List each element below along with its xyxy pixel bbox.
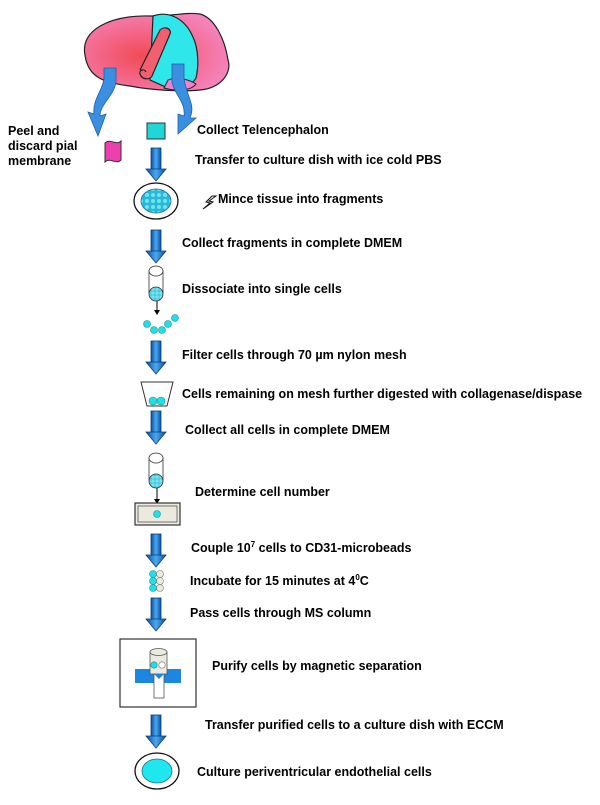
couple-text-post: cells to CD31-microbeads [255, 541, 412, 555]
culture-dish-icon [134, 752, 180, 790]
incubate-text-post: C [359, 574, 369, 588]
mesh-filter-icon [140, 381, 174, 407]
arrow-down-icon [145, 147, 167, 182]
hemocytometer-icon [134, 452, 181, 526]
step-label: Transfer to culture dish with ice cold P… [195, 153, 442, 167]
step-label: Dissociate into single cells [182, 282, 342, 296]
side-label-line1: Peel and [8, 124, 60, 138]
step-label: Transfer purified cells to a culture dis… [205, 718, 504, 732]
step-label: Culture periventricular endothelial cell… [197, 765, 432, 779]
arrow-down-icon [145, 714, 167, 749]
lightning-icon [202, 195, 218, 210]
step-label: Pass cells through MS column [190, 606, 372, 620]
incubate-degree: 0 [355, 572, 360, 582]
arrow-down-icon [145, 340, 167, 375]
bead-cluster-icon [149, 570, 164, 592]
tube-cells-icon [143, 265, 179, 334]
arrow-down-icon [145, 533, 167, 568]
incubate-text-pre: Incubate for 15 minutes at 4 [190, 574, 356, 588]
step-label: Cells remaining on mesh further digested… [182, 387, 583, 401]
arrow-down-icon [145, 410, 167, 445]
magnetic-column-icon [119, 638, 197, 708]
pial-membrane-icon [104, 139, 122, 164]
curved-arrow-right-icon [171, 63, 198, 135]
step-label: Collect all cells in complete DMEM [185, 423, 390, 437]
step-label: Determine cell number [195, 485, 330, 499]
couple-exponent: 7 [250, 539, 256, 549]
side-label-line2: discard pial [8, 139, 78, 153]
step-label: Mince tissue into fragments [218, 192, 384, 206]
step-label-incubate: Incubate for 15 minutes at 40C [190, 572, 369, 589]
step-label-couple: Couple 107 cells to CD31-microbeads [191, 539, 412, 556]
step-label: Filter cells through 70 µm nylon mesh [182, 348, 407, 362]
couple-text-pre: Couple 10 [191, 541, 251, 555]
step-label: Collect fragments in complete DMEM [182, 236, 403, 250]
petri-dish-fragments-icon [133, 182, 179, 220]
arrow-down-icon [145, 597, 167, 632]
curved-arrow-left-icon [87, 67, 117, 138]
step-label: Collect Telencephalon [197, 123, 329, 137]
side-label-line3: membrane [8, 154, 72, 168]
arrow-down-icon [145, 229, 167, 264]
step-label: Purify cells by magnetic separation [212, 659, 422, 673]
tissue-square-icon [146, 122, 166, 140]
